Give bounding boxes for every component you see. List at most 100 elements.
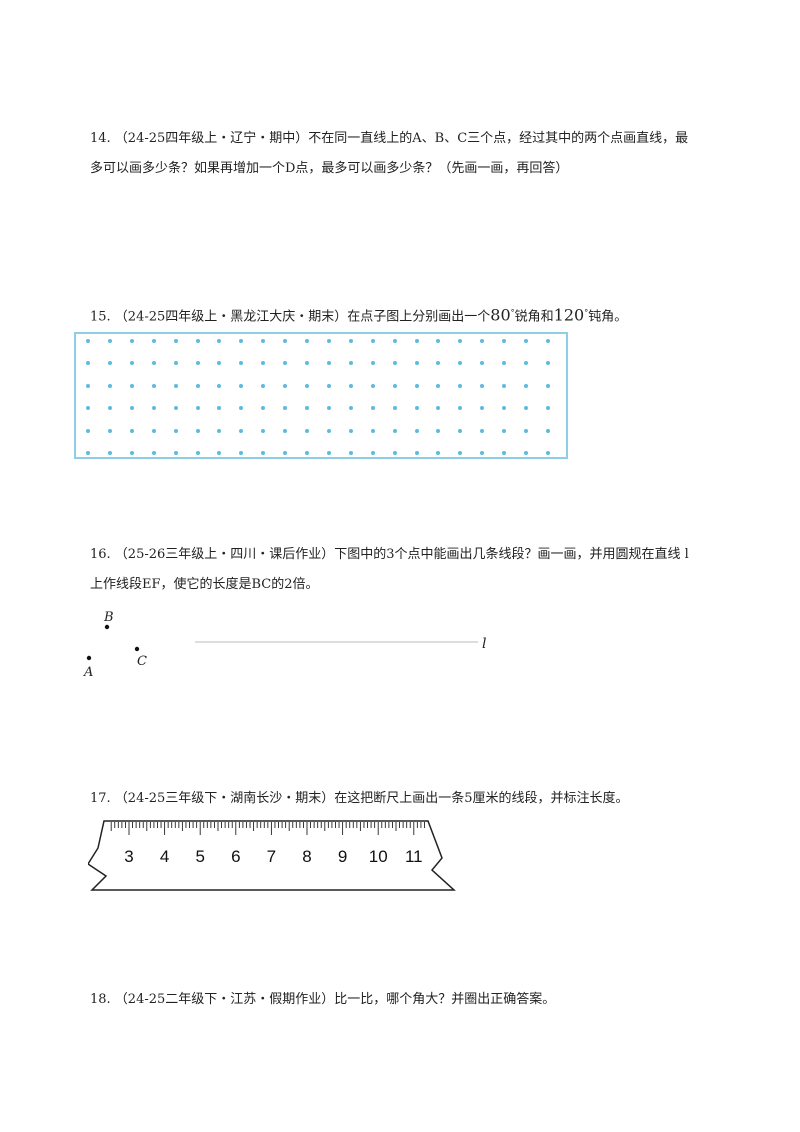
grid-dot[interactable] [195,383,200,388]
grid-dot[interactable] [480,428,485,433]
grid-dot[interactable] [502,339,507,343]
grid-dot[interactable] [239,451,244,455]
grid-dot[interactable] [326,383,331,388]
grid-dot[interactable] [239,361,244,366]
grid-dot[interactable] [129,383,134,388]
grid-dot[interactable] [129,361,134,366]
grid-dot[interactable] [129,406,134,411]
grid-dot[interactable] [545,361,550,366]
grid-dot[interactable] [524,428,528,433]
grid-dot[interactable] [261,406,266,411]
grid-dot[interactable] [392,339,397,343]
grid-dot[interactable] [86,451,90,455]
grid-dot[interactable] [283,406,288,411]
grid-dot[interactable] [305,451,309,455]
grid-dot[interactable] [392,383,397,388]
grid-dot[interactable] [545,428,550,433]
grid-dot[interactable] [326,406,331,411]
grid-dot[interactable] [414,383,419,388]
grid-dot[interactable] [524,406,528,411]
grid-dot[interactable] [480,406,485,411]
grid-dot[interactable] [326,451,331,455]
grid-dot[interactable] [173,339,178,343]
grid-dot[interactable] [107,383,112,388]
grid-dot[interactable] [458,339,463,343]
grid-dot[interactable] [458,361,463,366]
grid-dot[interactable] [436,339,441,343]
grid-dot[interactable] [348,339,353,343]
grid-dot[interactable] [151,339,156,343]
grid-dot[interactable] [326,361,331,366]
grid-dot[interactable] [107,406,112,411]
grid-dot[interactable] [524,339,528,343]
grid-dot[interactable] [370,406,375,411]
grid-dot[interactable] [305,428,309,433]
grid-dot[interactable] [436,451,441,455]
grid-dot[interactable] [107,428,112,433]
grid-dot[interactable] [86,361,90,366]
grid-dot[interactable] [414,361,419,366]
grid-dot[interactable] [195,361,200,366]
grid-dot[interactable] [151,383,156,388]
grid-dot[interactable] [283,383,288,388]
grid-dot[interactable] [217,383,222,388]
grid-dot[interactable] [545,406,550,411]
grid-dot[interactable] [195,339,200,343]
grid-dot[interactable] [195,428,200,433]
grid-dot[interactable] [217,428,222,433]
grid-dot[interactable] [86,406,90,411]
grid-dot[interactable] [305,406,309,411]
grid-dot[interactable] [480,451,485,455]
grid-dot[interactable] [458,383,463,388]
grid-dot[interactable] [436,406,441,411]
grid-dot[interactable] [348,406,353,411]
grid-dot[interactable] [261,339,266,343]
grid-dot[interactable] [545,451,550,455]
grid-dot[interactable] [326,339,331,343]
grid-dot[interactable] [151,406,156,411]
grid-dot[interactable] [239,383,244,388]
grid-dot[interactable] [348,428,353,433]
grid-dot[interactable] [502,451,507,455]
grid-dot[interactable] [348,383,353,388]
grid-dot[interactable] [173,451,178,455]
grid-dot[interactable] [480,339,485,343]
grid-dot[interactable] [195,406,200,411]
grid-dot[interactable] [173,428,178,433]
grid-dot[interactable] [217,339,222,343]
grid-dot[interactable] [217,406,222,411]
dot-grid[interactable] [74,332,568,459]
grid-dot[interactable] [392,428,397,433]
grid-dot[interactable] [502,383,507,388]
grid-dot[interactable] [129,451,134,455]
grid-dot[interactable] [392,451,397,455]
grid-dot[interactable] [480,361,485,366]
grid-dot[interactable] [283,339,288,343]
grid-dot[interactable] [261,428,266,433]
grid-dot[interactable] [458,451,463,455]
grid-dot[interactable] [370,383,375,388]
grid-dot[interactable] [129,428,134,433]
grid-dot[interactable] [502,406,507,411]
grid-dot[interactable] [173,361,178,366]
grid-dot[interactable] [458,428,463,433]
grid-dot[interactable] [151,361,156,366]
grid-dot[interactable] [283,361,288,366]
grid-dot[interactable] [239,428,244,433]
grid-dot[interactable] [283,451,288,455]
grid-dot[interactable] [173,406,178,411]
grid-dot[interactable] [524,451,528,455]
grid-dot[interactable] [392,406,397,411]
grid-dot[interactable] [261,383,266,388]
grid-dot[interactable] [480,383,485,388]
grid-dot[interactable] [86,383,90,388]
grid-dot[interactable] [414,428,419,433]
grid-dot[interactable] [545,339,550,343]
grid-dot[interactable] [283,428,288,433]
grid-dot[interactable] [107,339,112,343]
grid-dot[interactable] [502,428,507,433]
grid-dot[interactable] [305,383,309,388]
grid-dot[interactable] [239,339,244,343]
grid-dot[interactable] [370,361,375,366]
